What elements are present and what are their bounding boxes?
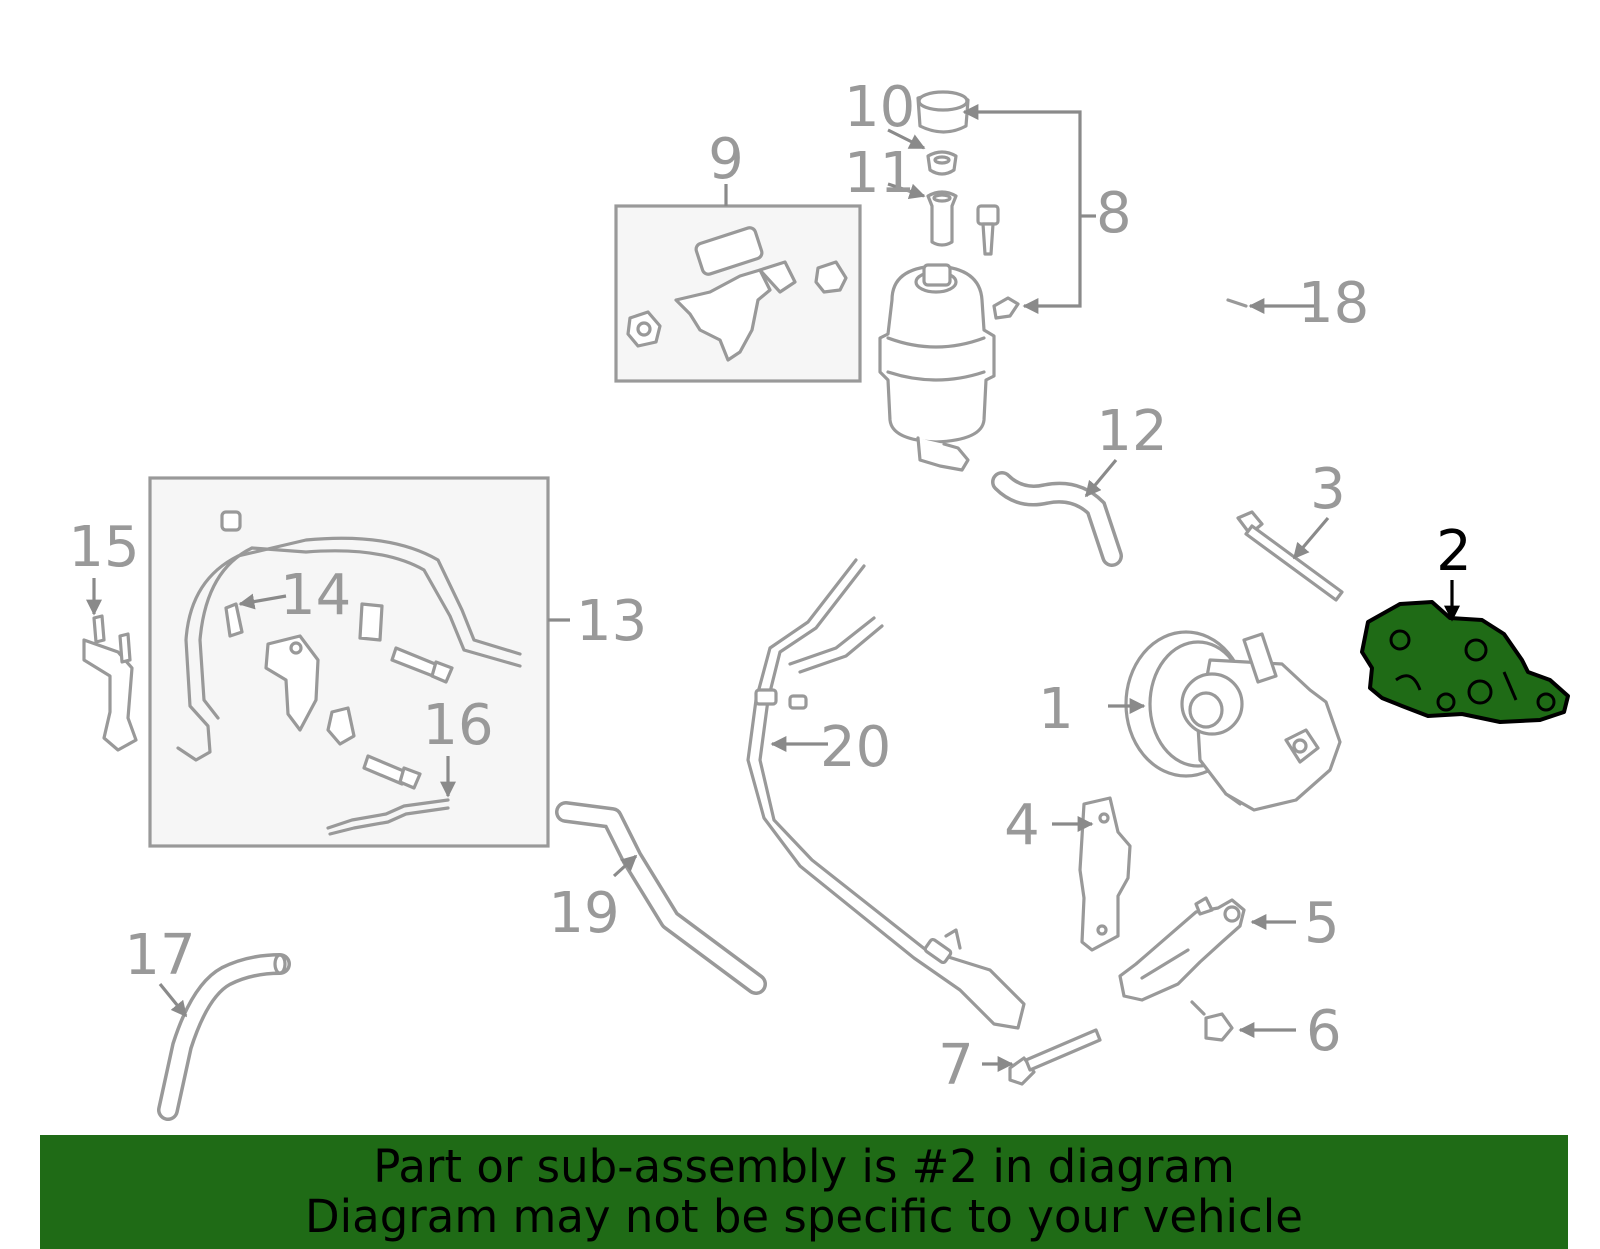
callout-15: 15 bbox=[68, 515, 139, 580]
callout-labels: 1 2 3 4 5 6 7 8 9 10 11 12 13 14 15 16 1… bbox=[68, 75, 1471, 1098]
callout-7: 7 bbox=[938, 1033, 974, 1098]
part-11-strainer[interactable] bbox=[926, 150, 958, 247]
part-9-bracket-kit[interactable] bbox=[614, 204, 862, 383]
reservoir-bolt bbox=[976, 204, 1000, 256]
callout-10: 10 bbox=[844, 75, 915, 140]
callout-12: 12 bbox=[1096, 399, 1167, 464]
callout-17: 17 bbox=[124, 923, 195, 988]
part-15-bracket[interactable] bbox=[82, 614, 138, 752]
part-18-hose[interactable] bbox=[1174, 269, 1248, 410]
part-20-pressure-lines[interactable] bbox=[746, 558, 1026, 1030]
callout-4: 4 bbox=[1004, 793, 1040, 858]
callout-18: 18 bbox=[1298, 271, 1369, 336]
part-17-hose[interactable] bbox=[157, 953, 291, 1121]
callout-1: 1 bbox=[1038, 677, 1074, 742]
callout-2: 2 bbox=[1436, 519, 1472, 584]
callout-16: 16 bbox=[422, 693, 493, 758]
leader-lines bbox=[86, 104, 1460, 1072]
part-5-bracket[interactable] bbox=[1118, 896, 1246, 1002]
part-7-bolt[interactable] bbox=[1008, 1028, 1102, 1086]
part-1-pump[interactable] bbox=[1124, 630, 1342, 812]
callout-14: 14 bbox=[280, 563, 351, 628]
part-2-bracket[interactable] bbox=[1360, 600, 1570, 724]
callout-13: 13 bbox=[576, 589, 647, 654]
banner-line-1: Part or sub-assembly is #2 in diagram bbox=[373, 1140, 1235, 1193]
part-12-hose[interactable] bbox=[991, 471, 1123, 567]
callout-8: 8 bbox=[1096, 181, 1132, 246]
banner-line-2: Diagram may not be specific to your vehi… bbox=[305, 1190, 1303, 1243]
callout-3: 3 bbox=[1310, 457, 1346, 522]
callout-6: 6 bbox=[1306, 999, 1342, 1064]
callout-20: 20 bbox=[820, 715, 891, 780]
callout-11: 11 bbox=[844, 141, 915, 206]
part-6-nut[interactable] bbox=[1190, 1000, 1234, 1042]
part-4-bracket[interactable] bbox=[1078, 796, 1132, 952]
callout-19: 19 bbox=[548, 881, 619, 946]
part-8-reservoir[interactable] bbox=[878, 263, 1020, 472]
part-10-cap[interactable] bbox=[916, 90, 970, 134]
callout-9: 9 bbox=[708, 127, 744, 192]
part-13-kit[interactable] bbox=[148, 476, 550, 848]
info-banner: Part or sub-assembly is #2 in diagram Di… bbox=[40, 1135, 1568, 1249]
part-3-bolt[interactable] bbox=[1236, 510, 1344, 602]
callout-5: 5 bbox=[1304, 891, 1340, 956]
